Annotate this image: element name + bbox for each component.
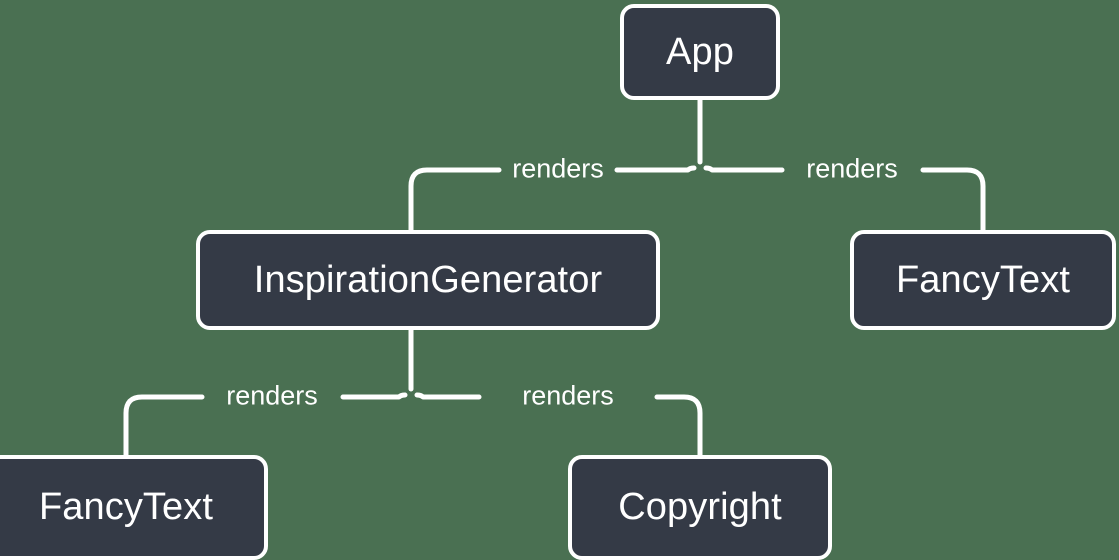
node-inspirationgenerator[interactable]: InspirationGenerator — [196, 230, 660, 330]
edge-app-to-inspirationgenerator-drop — [408, 167, 502, 233]
node-copyright-label: Copyright — [618, 486, 782, 528]
node-copyright[interactable]: Copyright — [568, 455, 832, 560]
edge-label-inspirationgenerator-to-fancytext: renders — [226, 380, 318, 411]
node-app[interactable]: App — [620, 4, 780, 100]
edge-app-to-fancytext-arm — [703, 165, 785, 173]
edge-label-app-to-fancytext: renders — [806, 153, 898, 184]
node-fancytext-left-label: FancyText — [38, 486, 214, 528]
node-fancytext-left[interactable]: FancyText — [0, 455, 268, 560]
node-fancytext-right[interactable]: FancyText — [850, 230, 1116, 330]
node-app-label: App — [666, 30, 734, 73]
edge-ig-to-copyright-drop — [654, 394, 703, 458]
edge-app-to-fancytext-drop — [920, 167, 986, 233]
edge-ig-to-fancytext-drop — [123, 394, 205, 458]
edge-app-to-inspirationgenerator-arm — [614, 165, 697, 173]
edge-label-app-to-inspirationgenerator: renders — [512, 153, 604, 184]
edge-label-inspirationgenerator-to-copyright: renders — [522, 380, 614, 411]
node-fancytext-right-label: FancyText — [895, 258, 1071, 301]
edge-ig-to-copyright-arm — [414, 392, 482, 400]
node-inspirationgenerator-label: InspirationGenerator — [253, 258, 603, 301]
edge-ig-to-fancytext-arm — [340, 392, 408, 400]
